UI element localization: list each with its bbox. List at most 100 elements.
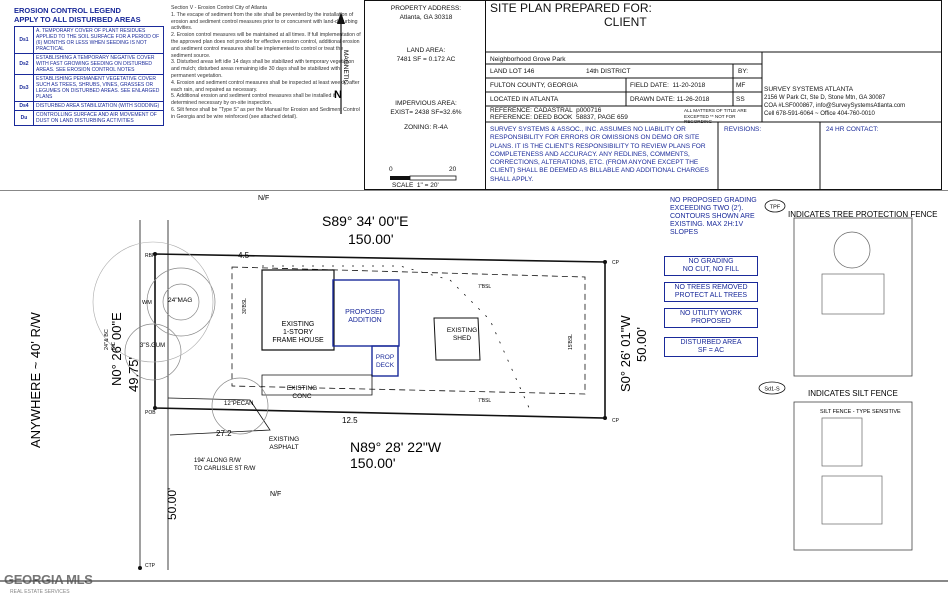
company-phone: Cell 678-591-6064 ~ Office 404-760-0010 xyxy=(764,111,875,117)
by-label: BY: xyxy=(738,68,749,75)
bsl-bottom: 7'BSL xyxy=(478,398,491,404)
legend-subtitle: APPLY TO ALL DISTURBED AREAS xyxy=(14,15,141,24)
no-grading-box: NO GRADING NO CUT, NO FILL xyxy=(664,256,758,276)
scale-label: SCALE 1" = 20' xyxy=(392,182,439,189)
silt-fence-title: SILT FENCE - TYPE SENSITIVE xyxy=(820,409,901,415)
north-letter: N xyxy=(334,89,342,101)
tree-protection-detail xyxy=(793,217,913,377)
bearing-top: S89° 34' 00"E xyxy=(322,213,408,229)
silt-fence-section xyxy=(821,417,863,467)
land-lot: LAND LOT 146 xyxy=(490,68,535,75)
note-item: 3. Disturbed areas left idle 14 days sha… xyxy=(171,59,355,79)
distance-top: 150.00' xyxy=(348,231,394,247)
no-utility-box: NO UTILITY WORK PROPOSED xyxy=(664,308,758,328)
note-item: 6. Silt fence shall be "Type S" as per t… xyxy=(171,106,360,120)
silt-fence-line xyxy=(262,265,531,411)
nf-bottom: N/F xyxy=(270,491,281,498)
grading-note: NO PROPOSED GRADING EXCEEDING TWO (2'). … xyxy=(670,197,757,236)
tree-detail-icon xyxy=(833,231,871,269)
county: FULTON COUNTY, GEORGIA xyxy=(490,82,578,89)
revisions-label: REVISIONS: xyxy=(724,126,762,133)
disclaimer: SURVEY SYSTEMS & ASSOC., INC. ASSUMES NO… xyxy=(490,126,709,183)
ctp-marker-icon xyxy=(138,566,142,570)
tree-label-mag: 24"MAG xyxy=(168,297,192,304)
client-name: CLIENT xyxy=(604,15,647,29)
silt-tag-icon xyxy=(758,381,786,395)
tree-canopy xyxy=(92,241,214,363)
tree-canopy xyxy=(211,377,269,435)
drawn-date: DRAWN DATE: 11-26-2018 xyxy=(630,96,710,103)
bearing-right: S0° 26' 01"W xyxy=(618,315,633,392)
erosion-notes: Section V - Erosion Control City of Atla… xyxy=(171,5,361,121)
company-address: 2156 W Park Ct, Ste D, Stone Mtn, GA 300… xyxy=(764,95,886,101)
nf-top: N/F xyxy=(258,195,269,202)
rbf-marker-icon xyxy=(153,252,157,256)
land-area-value: 7481 SF = 0.172 AC xyxy=(396,56,456,63)
scale-twenty: 20 xyxy=(449,166,457,173)
property-address-label: PROPERTY ADDRESS: xyxy=(390,5,462,12)
property-boundary xyxy=(154,253,606,419)
watermark-subtitle: REAL ESTATE SERVICES xyxy=(10,589,70,595)
title-block-frame xyxy=(364,0,942,190)
silt-fence-plan xyxy=(821,475,883,525)
title-matters-note: ALL MATTERS OF TITLE ARE EXCEPTED ** NOT… xyxy=(684,108,747,124)
setback-bottom: 12.5 xyxy=(342,416,358,425)
rbf-label: RBF xyxy=(145,253,155,259)
erosion-control-legend: EROSION CONTROL LEGEND APPLY TO ALL DIST… xyxy=(14,6,164,126)
field-initials: MF xyxy=(736,82,746,89)
distance-left: 49.75' xyxy=(126,357,141,392)
district: 14th DISTRICT xyxy=(586,68,631,75)
subdivision: Neighborhood Grove Park xyxy=(490,56,566,63)
existing-house-outline xyxy=(261,269,335,351)
notes-heading: Section V - Erosion Control City of Atla… xyxy=(171,5,268,11)
cp-marker-icon xyxy=(603,416,607,420)
contact-label: 24 HR CONTACT: xyxy=(826,126,879,133)
zoning: ZONING: R-4A xyxy=(404,124,448,131)
existing-asphalt-outline xyxy=(167,397,271,436)
tree-label-dc: 24"& BCDC xyxy=(104,329,117,350)
bearing-bottom: N89° 28' 22"W xyxy=(350,439,442,455)
watermark-logo: GEORGIA MLS xyxy=(4,572,93,587)
bsl-front: 30'BSL xyxy=(242,298,248,314)
north-arrow-icon: MAGNETIC N xyxy=(334,12,349,114)
silt-tag: Sd1-S xyxy=(764,387,780,393)
company-name: SURVEY SYSTEMS ATLANTA xyxy=(764,86,854,93)
property-address: Atlanta, GA 30318 xyxy=(399,14,453,21)
proposed-addition-outline xyxy=(332,279,400,347)
road-name: ANYWHERE ~ 40' R/W xyxy=(28,312,43,448)
bearing-left: N0° 26' 00"E xyxy=(109,312,124,386)
impervious-value: EXIST= 2438 SF=32.6% xyxy=(390,109,462,116)
pob-label: POB xyxy=(145,410,156,416)
note-item: 1. The escape of sediment from the site … xyxy=(171,11,358,32)
note-item: 2. Erosion control measures will be main… xyxy=(171,32,361,59)
silt-label: INDICATES SILT FENCE xyxy=(808,389,898,398)
site-plan-drawing: N/F N/F S89° 34' 00"E 150.00' N89° 28' 2… xyxy=(0,190,948,582)
pob-marker-icon xyxy=(153,406,157,410)
silt-fence-detail xyxy=(793,401,913,551)
proposed-deck-outline xyxy=(371,345,399,377)
road-distance: 50.00' xyxy=(165,488,179,520)
tree-canopy xyxy=(146,267,216,337)
tpf-tag-icon xyxy=(764,199,786,213)
prepared-for: SITE PLAN PREPARED FOR: xyxy=(490,1,652,15)
land-area-label: LAND AREA: xyxy=(406,47,446,54)
distance-right: 50.00' xyxy=(634,327,649,362)
tree-label-sgum: 3"S.GUM xyxy=(140,343,165,349)
tree-label-pecan: 12"PECAN xyxy=(224,401,253,407)
disturbed-area-box: DISTURBED AREA SF = AC xyxy=(664,337,758,357)
cp-marker-icon xyxy=(603,260,607,264)
impervious-label: IMPERVIOUS AREA: xyxy=(395,100,457,107)
wm-label: WM xyxy=(142,300,152,306)
north-label: MAGNETIC xyxy=(342,50,349,85)
tree-canopy xyxy=(124,323,182,381)
